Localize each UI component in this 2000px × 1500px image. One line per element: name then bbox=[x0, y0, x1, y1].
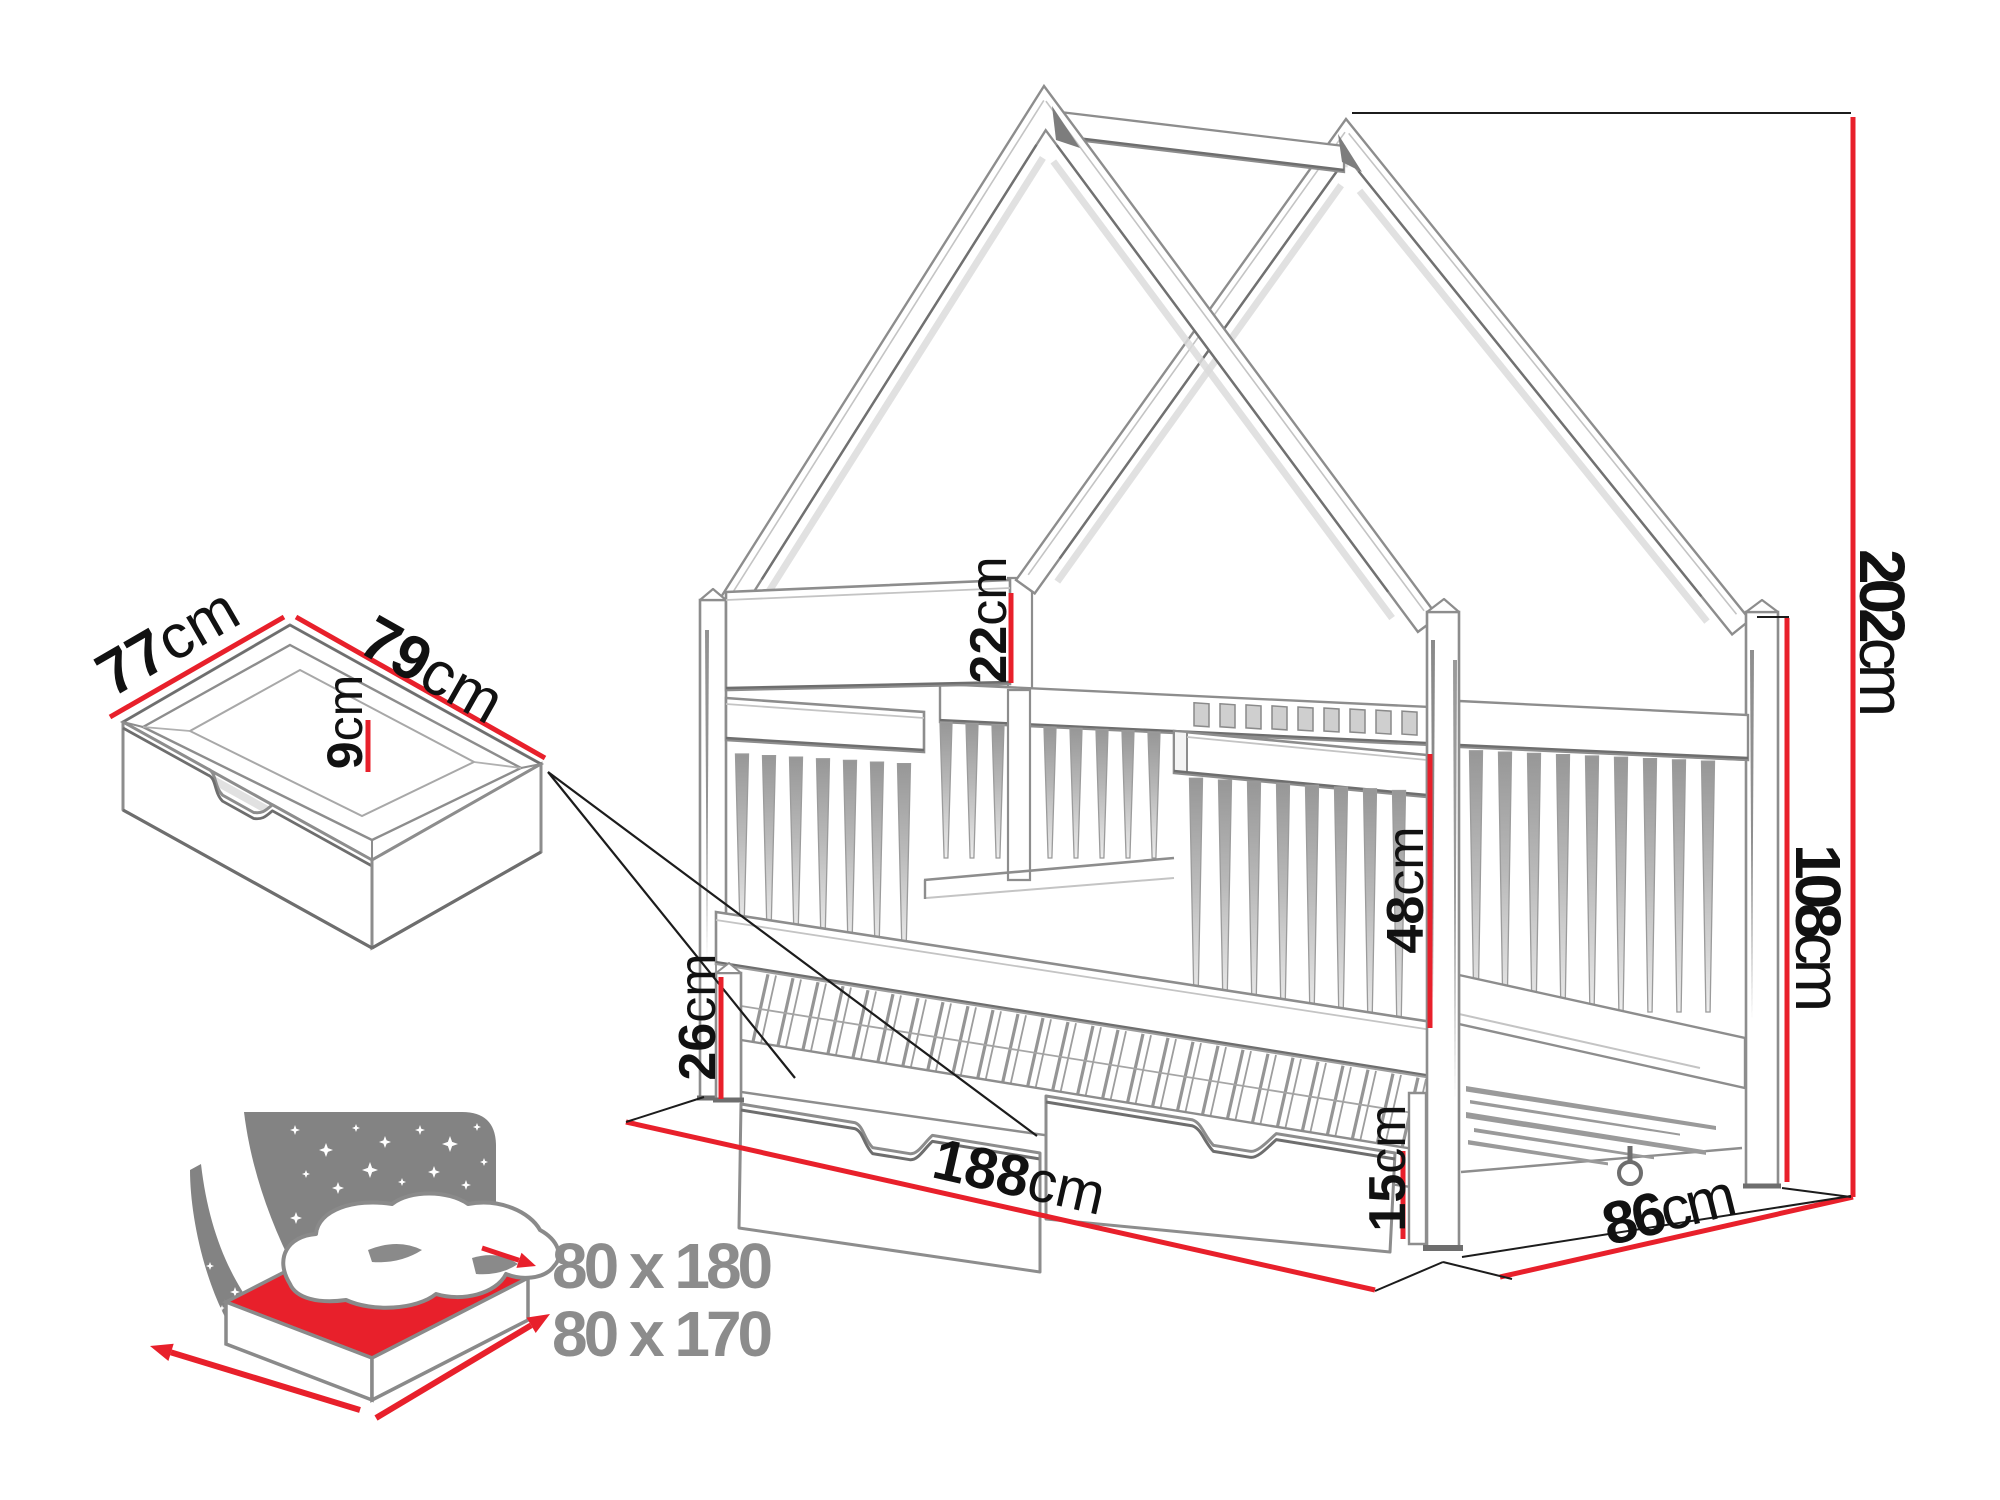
svg-text:86cm: 86cm bbox=[1596, 1162, 1740, 1259]
svg-text:202cm: 202cm bbox=[1846, 549, 1918, 714]
svg-text:48cm: 48cm bbox=[1377, 826, 1435, 953]
svg-text:15cm: 15cm bbox=[1359, 1104, 1417, 1231]
svg-text:26cm: 26cm bbox=[669, 953, 727, 1080]
svg-text:108cm: 108cm bbox=[1782, 844, 1854, 1009]
svg-text:80 x 170: 80 x 170 bbox=[552, 1298, 771, 1370]
svg-text:80 x 180: 80 x 180 bbox=[552, 1230, 771, 1302]
svg-text:9cm: 9cm bbox=[317, 675, 373, 769]
svg-text:22cm: 22cm bbox=[960, 556, 1018, 683]
